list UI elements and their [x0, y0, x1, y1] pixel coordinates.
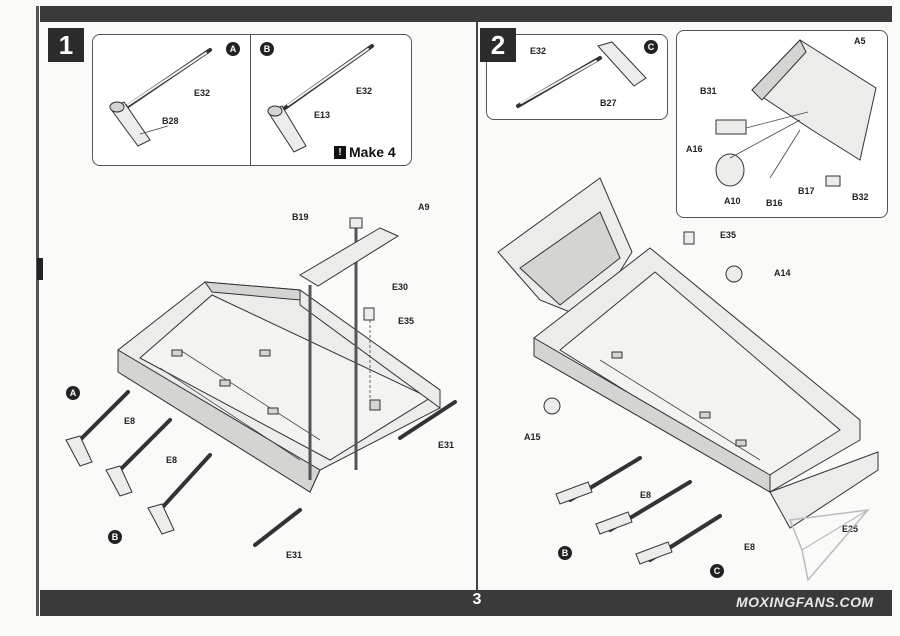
- part-label-b31: B31: [700, 86, 717, 96]
- step-1-number: 1: [48, 28, 84, 62]
- callout-badge-b: B: [260, 42, 274, 56]
- part-label-b16: B16: [766, 198, 783, 208]
- step-2-hull: [497, 177, 879, 529]
- part-label-e8: E8: [640, 490, 652, 500]
- part-label-e13: E13: [314, 110, 331, 120]
- part-label-a15: A15: [524, 432, 541, 442]
- page-number: 3: [472, 591, 482, 608]
- part-label-e32: E32: [530, 46, 547, 56]
- part-label-e8: E8: [744, 542, 756, 552]
- footer-bar: [40, 590, 892, 616]
- part-label-b17: B17: [798, 186, 815, 196]
- part-label-e25: E25: [842, 524, 859, 534]
- part-label-a10: A10: [724, 196, 741, 206]
- part-label-b19: B19: [292, 212, 309, 222]
- callout-badge-c: C: [644, 40, 658, 54]
- step-1-axles: [65, 390, 457, 547]
- inset-divider: [250, 35, 251, 165]
- page-edge: [36, 6, 39, 616]
- callout-badge-a: A: [66, 386, 80, 400]
- part-label-e31: E31: [286, 550, 303, 560]
- make-quantity-note: ! Make 4: [334, 144, 396, 160]
- step-2-number: 2: [480, 28, 516, 62]
- part-label-a14: A14: [774, 268, 791, 278]
- header-bar: [40, 6, 892, 22]
- part-label-b32: B32: [852, 192, 869, 202]
- callout-badge-a: A: [226, 42, 240, 56]
- step-2-inset-a-part: [516, 41, 647, 108]
- part-label-e30: E30: [392, 282, 409, 292]
- step-1-vertical-rods: [299, 217, 400, 480]
- callout-badge-c: C: [710, 564, 724, 578]
- part-label-a9: A9: [418, 202, 430, 212]
- callout-badge-b: B: [108, 530, 122, 544]
- step-2-axles: [555, 456, 722, 565]
- part-label-a5: A5: [854, 36, 866, 46]
- step-1-inset-a-part: [109, 48, 212, 147]
- step-1-inset-b-part: [267, 44, 374, 153]
- part-label-e8: E8: [166, 455, 178, 465]
- part-label-e8: E8: [124, 416, 136, 426]
- part-label-a16: A16: [686, 144, 703, 154]
- warning-icon: !: [334, 145, 346, 159]
- step-2-inset-b-part: [715, 39, 877, 187]
- step-divider: [476, 22, 478, 590]
- part-label-e35: E35: [720, 230, 737, 240]
- part-label-b28: B28: [162, 116, 179, 126]
- part-label-e32: E32: [356, 86, 373, 96]
- part-label-e31: E31: [438, 440, 455, 450]
- make-quantity-text: Make 4: [349, 144, 396, 160]
- callout-badge-b: B: [558, 546, 572, 560]
- site-watermark: MOXINGFANS.COM: [736, 594, 874, 610]
- registration-mark: [37, 258, 43, 280]
- part-label-e32: E32: [194, 88, 211, 98]
- part-label-b27: B27: [600, 98, 617, 108]
- part-label-e35: E35: [398, 316, 415, 326]
